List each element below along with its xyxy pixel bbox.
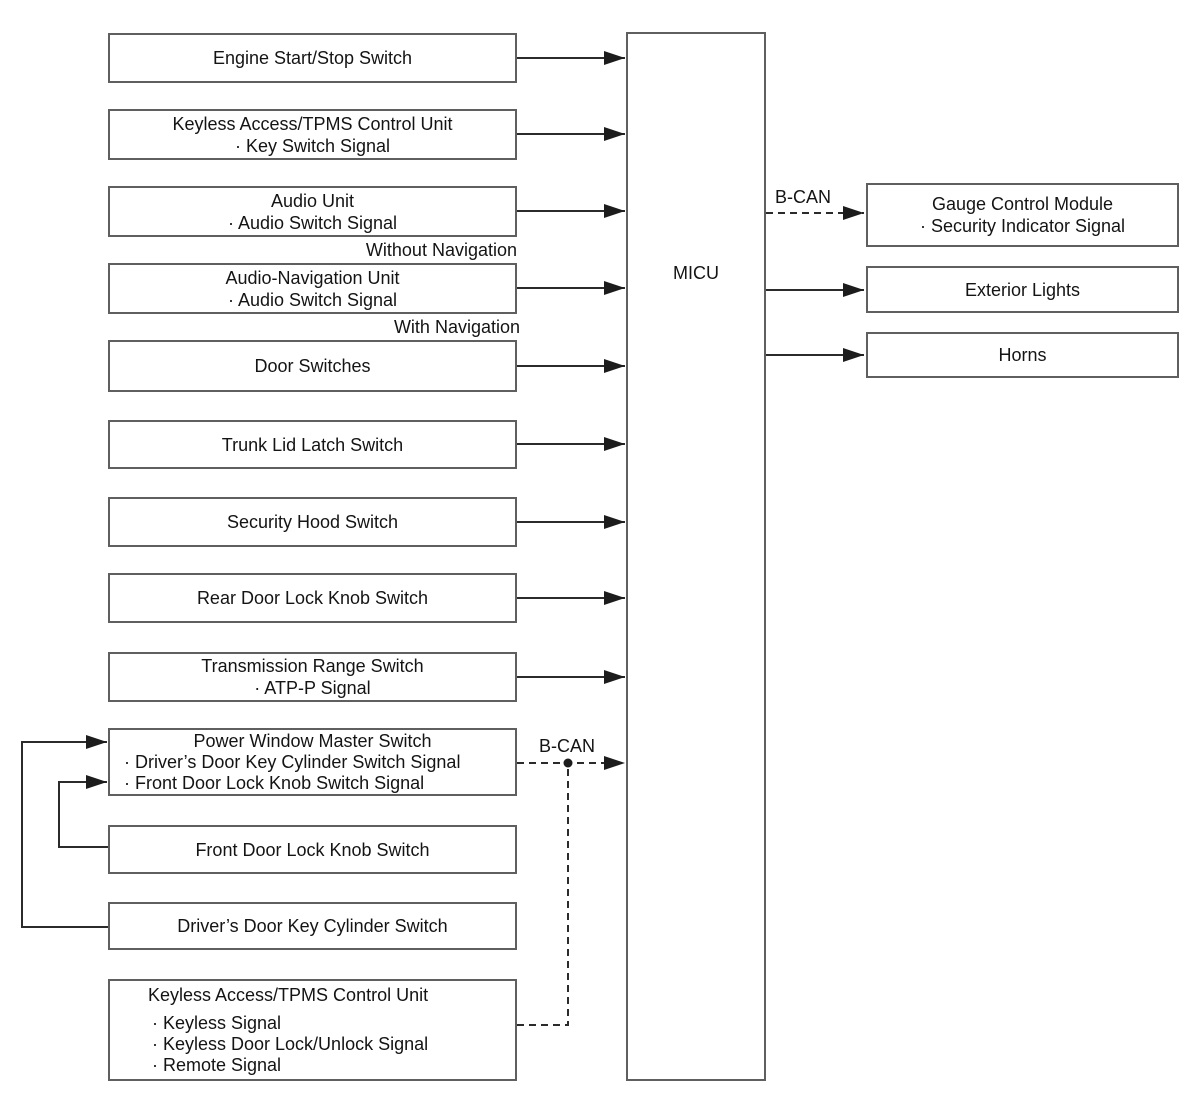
box-title: Engine Start/Stop Switch xyxy=(212,48,413,68)
input-box-audio-unit: Audio Unit · Audio Switch Signal xyxy=(108,186,517,237)
input-box-audio-navigation-unit: Audio-Navigation Unit · Audio Switch Sig… xyxy=(108,263,517,314)
annotation-without-navigation: Without Navigation xyxy=(365,240,517,260)
input-box-front-door-lock-knob-switch: Front Door Lock Knob Switch xyxy=(108,825,517,874)
bcan-label-left: B-CAN xyxy=(538,736,595,756)
output-box-gauge-control-module: Gauge Control Module · Security Indicato… xyxy=(866,183,1179,247)
box-title: Exterior Lights xyxy=(964,279,1081,300)
input-box-engine-start-stop-switch: Engine Start/Stop Switch xyxy=(108,33,517,83)
output-box-horns: Horns xyxy=(866,332,1179,378)
input-box-security-hood-switch: Security Hood Switch xyxy=(108,497,517,547)
bcan-label-right: B-CAN xyxy=(774,187,831,207)
box-bullet-list: · Driver’s Door Key Cylinder Switch Sign… xyxy=(110,752,515,794)
bcan-junction-dot xyxy=(563,758,573,768)
box-bullet: · Key Switch Signal xyxy=(234,135,391,156)
box-title: Horns xyxy=(998,345,1047,365)
box-title: Trunk Lid Latch Switch xyxy=(221,434,404,455)
box-bullet: · Security Indicator Signal xyxy=(919,216,1126,236)
input-box-power-window-master-switch: Power Window Master Switch · Driver’s Do… xyxy=(108,728,517,796)
box-title: Driver’s Door Key Cylinder Switch xyxy=(177,916,448,936)
loop-drivers-key-cylinder-to-pwms xyxy=(21,735,108,928)
box-title: Power Window Master Switch xyxy=(193,730,432,751)
input-box-drivers-door-key-cylinder-switch: Driver’s Door Key Cylinder Switch xyxy=(108,902,517,950)
box-bullet: · Audio Switch Signal xyxy=(227,212,398,233)
input-box-keyless-tpms-control-unit: Keyless Access/TPMS Control Unit · Key S… xyxy=(108,109,517,160)
dashed-bcan-keyless-branch xyxy=(517,763,569,1026)
box-title: Front Door Lock Knob Switch xyxy=(195,839,430,860)
annotation-with-navigation: With Navigation xyxy=(393,317,520,337)
box-title: Transmission Range Switch xyxy=(201,656,424,676)
box-bullet: · Front Door Lock Knob Switch Signal xyxy=(124,772,425,793)
micu-label: MICU xyxy=(673,263,719,283)
input-box-trunk-lid-latch-switch: Trunk Lid Latch Switch xyxy=(108,420,517,469)
input-box-door-switches: Door Switches xyxy=(108,340,517,392)
input-box-rear-door-lock-knob-switch: Rear Door Lock Knob Switch xyxy=(108,573,517,623)
input-box-keyless-tpms-control-unit-bottom: Keyless Access/TPMS Control Unit · Keyle… xyxy=(108,979,517,1081)
box-title: Security Hood Switch xyxy=(226,512,399,532)
box-title: Audio Unit xyxy=(270,190,355,211)
box-title: Keyless Access/TPMS Control Unit xyxy=(148,985,429,1005)
box-bullet-list: · Keyless Signal · Keyless Door Lock/Unl… xyxy=(152,1013,428,1076)
micu-box: MICU xyxy=(626,32,766,1081)
box-bullet: · Audio Switch Signal xyxy=(227,289,398,310)
box-bullet: · Keyless Signal xyxy=(152,1013,282,1033)
box-title: Audio-Navigation Unit xyxy=(225,267,400,288)
box-title: Door Switches xyxy=(254,356,371,376)
output-box-exterior-lights: Exterior Lights xyxy=(866,266,1179,313)
box-title: Rear Door Lock Knob Switch xyxy=(196,588,429,608)
box-title: Keyless Access/TPMS Control Unit xyxy=(172,113,453,134)
box-bullet: · ATP-P Signal xyxy=(254,678,371,698)
loop-front-door-lock-to-pwms xyxy=(58,775,108,848)
box-title: Gauge Control Module xyxy=(931,194,1114,214)
box-bullet: · Remote Signal xyxy=(152,1055,282,1075)
input-box-transmission-range-switch: Transmission Range Switch · ATP-P Signal xyxy=(108,652,517,702)
box-bullet: · Driver’s Door Key Cylinder Switch Sign… xyxy=(124,751,461,772)
box-bullet: · Keyless Door Lock/Unlock Signal xyxy=(152,1034,429,1054)
